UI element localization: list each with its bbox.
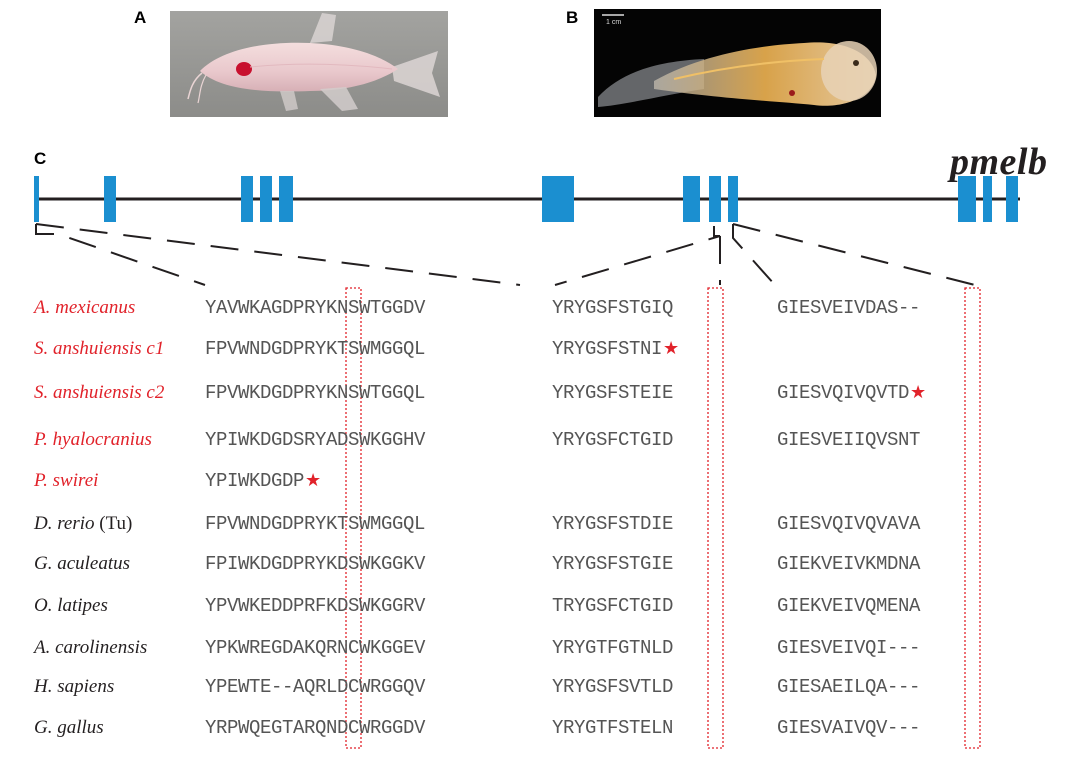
stop-codon-star-icon: ★ xyxy=(663,338,680,359)
sequence-seg3: GIEKVEIVQMENA xyxy=(777,595,921,617)
species-label: P. hyalocranius xyxy=(34,429,152,451)
albino-fish-illustration xyxy=(170,11,448,117)
exon-1 xyxy=(34,176,39,222)
connector-exon8-left xyxy=(554,226,721,286)
species-name: G. aculeatus xyxy=(34,553,131,574)
sequence-seg1: YPIWKDGDSRYADSWKGGHV xyxy=(205,429,426,451)
exon-12 xyxy=(1006,176,1018,222)
species-label: H. sapiens xyxy=(34,676,114,698)
exon-3 xyxy=(241,176,253,222)
highlight-column-2 xyxy=(707,287,724,749)
stop-codon-star-icon: ★ xyxy=(305,470,322,491)
species-label: G. gallus xyxy=(34,717,104,739)
exon-6 xyxy=(542,176,574,222)
panel-label-c: C xyxy=(34,149,47,168)
sequence-seg2: YRYGSFSTEIE xyxy=(552,382,674,404)
sequence-seg2: YRYGTFSTELN xyxy=(552,717,674,739)
sequence-seg1: FPVWNDGDPRYKTSWMGGQL xyxy=(205,513,426,535)
exon-7 xyxy=(683,176,700,222)
species-name: A. carolinensis xyxy=(34,637,148,658)
sequence-seg1: YAVWKAGDPRYKNSWTGGDV xyxy=(205,297,426,319)
exon-8 xyxy=(709,176,721,222)
connector-exon1-left xyxy=(35,224,206,286)
highlight-column-3 xyxy=(964,287,981,749)
stop-codon-star-icon: ★ xyxy=(910,382,927,403)
sequence-seg1: FPIWKDGDPRYKDSWKGGKV xyxy=(205,553,426,575)
species-label: D. rerio (Tu) xyxy=(34,513,132,535)
sequence-seg2: YRYGSFSVTLD xyxy=(552,676,674,698)
sequence-seg3: GIESVEIIQVSNT xyxy=(777,429,921,451)
species-label: A. carolinensis xyxy=(34,637,147,659)
sequence-seg1: YPIWKDGDP xyxy=(205,470,305,492)
sequence-seg3: GIESVQIVQVTD xyxy=(777,382,910,404)
connector-exon1-right xyxy=(35,223,521,286)
sequence-seg2: YRYGSFCTGID xyxy=(552,429,674,451)
sequence-seg3: GIESVAIVQV--- xyxy=(777,717,921,739)
sequence-seg3: GIESVEIVDAS-- xyxy=(777,297,921,319)
connector-exon9-left xyxy=(732,224,776,286)
sequence-seg3: GIESVEIVQI--- xyxy=(777,637,921,659)
sequence-seg1: FPVWNDGDPRYKTSWMGGQL xyxy=(205,338,426,360)
fish-photo-a xyxy=(170,11,448,117)
exon-11 xyxy=(983,176,992,222)
species-name: P. hyalocranius xyxy=(34,429,152,450)
species-label: G. aculeatus xyxy=(34,553,130,575)
panel-label-b: B xyxy=(566,8,579,27)
species-name: G. gallus xyxy=(34,717,104,738)
sequence-seg1: YRPWQEGTARQNDCWRGGDV xyxy=(205,717,426,739)
species-label: S. anshuiensis c2 xyxy=(34,382,164,404)
sequence-seg1: YPVWKEDDPRFKDSWKGGRV xyxy=(205,595,426,617)
connector-exon9-right xyxy=(732,223,976,286)
sequence-seg2: YRYGSFSTGIE xyxy=(552,553,674,575)
sequence-seg2: YRYGSFSTGIQ xyxy=(552,297,674,319)
exon-4 xyxy=(260,176,272,222)
species-name: H. sapiens xyxy=(34,676,115,697)
exon-2 xyxy=(104,176,116,222)
sequence-seg2: YRYGSFSTDIE xyxy=(552,513,674,535)
species-name: D. rerio xyxy=(34,513,95,534)
species-name: A. mexicanus xyxy=(34,297,136,318)
scale-bar-label: 1 cm xyxy=(606,19,622,26)
species-label: A. mexicanus xyxy=(34,297,135,319)
species-name: S. anshuiensis c1 xyxy=(34,338,165,359)
sequence-seg2: TRYGSFCTGID xyxy=(552,595,674,617)
fish-photo-b: 1 cm xyxy=(594,9,881,117)
species-name: O. latipes xyxy=(34,595,108,616)
sequence-seg3: GIEKVEIVKMDNA xyxy=(777,553,921,575)
species-name: P. swirei xyxy=(34,470,99,491)
sequence-seg2: YRYGTFGTNLD xyxy=(552,637,674,659)
exon-10 xyxy=(958,176,976,222)
sequence-seg3: GIESVQIVQVAVA xyxy=(777,513,921,535)
sequence-seg1: YPKWREGDAKQRNCWKGGEV xyxy=(205,637,426,659)
sequence-seg3: GIESAEILQA--- xyxy=(777,676,921,698)
sequence-seg1: YPEWTE--AQRLDCWRGGQV xyxy=(205,676,426,698)
species-name: S. anshuiensis c2 xyxy=(34,382,165,403)
sequence-seg1: FPVWKDGDPRYKNSWTGGQL xyxy=(205,382,426,404)
highlight-column-1 xyxy=(345,287,362,749)
exon-5 xyxy=(279,176,293,222)
panel-label-a: A xyxy=(134,8,147,27)
sequence-seg2: YRYGSFSTNI xyxy=(552,338,663,360)
species-label: P. swirei xyxy=(34,470,98,492)
exon-9 xyxy=(728,176,738,222)
species-label: S. anshuiensis c1 xyxy=(34,338,164,360)
species-strain: (Tu) xyxy=(94,513,133,534)
species-label: O. latipes xyxy=(34,595,108,617)
transparent-fish-illustration xyxy=(594,9,881,117)
